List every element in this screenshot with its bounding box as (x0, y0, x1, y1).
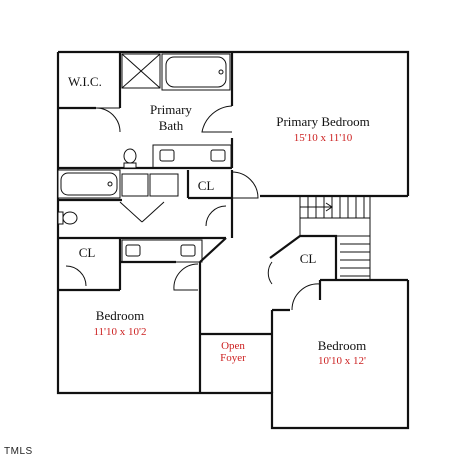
room-dimensions-primary-bedroom: 15'10 x 11'10 (294, 132, 353, 144)
room-label-closet-primary: CL (198, 178, 215, 193)
room-label-primary-bedroom: Primary Bedroom (276, 114, 370, 129)
stair-arrow (300, 202, 333, 212)
room-dimensions-bedroom-left: 11'10 x 10'2 (93, 326, 146, 338)
room-label-open-foyer: Foyer (220, 352, 246, 364)
toilet-icon (57, 148, 137, 225)
bathtub-hall (57, 169, 121, 199)
door-swings (65, 105, 321, 311)
sink-icon (125, 149, 226, 257)
interior-walls (58, 52, 408, 393)
bathtub-primary (161, 53, 231, 91)
room-label-wic: W.I.C. (68, 74, 102, 89)
room-label-bedroom-right: Bedroom (318, 338, 366, 353)
room-dimensions-bedroom-right: 10'10 x 12' (318, 355, 366, 367)
exterior-walls (56, 50, 410, 430)
room-label-bedroom-left: Bedroom (96, 308, 144, 323)
stair-treads (307, 196, 370, 277)
staircase (299, 196, 371, 280)
room-label-primary-bath: Bath (159, 118, 184, 133)
room-label-primary-bath: Primary (150, 102, 192, 117)
mls-watermark: TMLS (4, 446, 33, 457)
room-label-closet-hall: CL (300, 251, 317, 266)
room-label-closet-left: CL (79, 245, 96, 260)
shower (121, 53, 161, 89)
linen-cabinet (121, 173, 179, 197)
room-label-open-foyer: Open (221, 340, 245, 352)
